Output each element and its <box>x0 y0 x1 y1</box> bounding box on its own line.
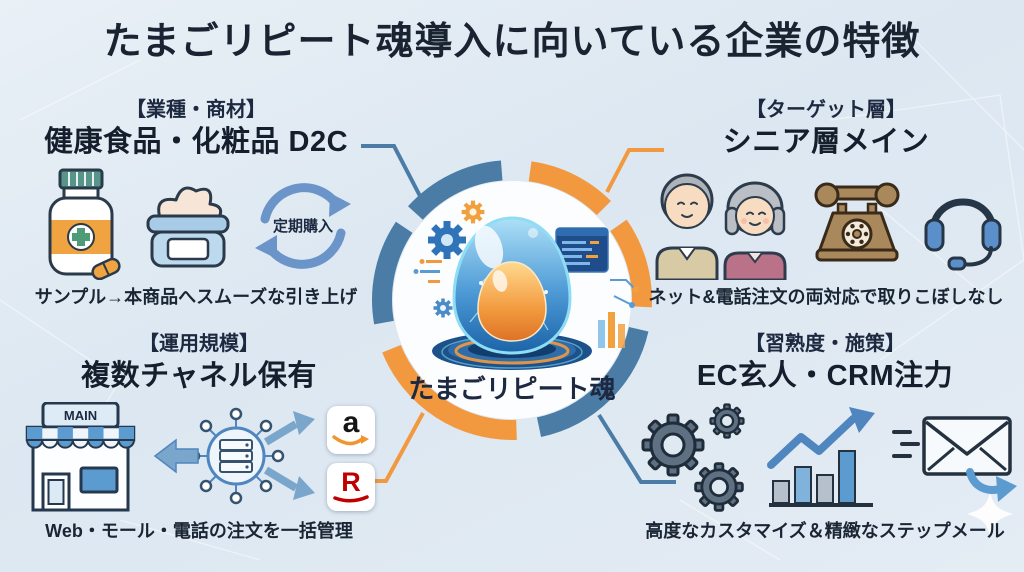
circuit-left-icon <box>413 259 442 283</box>
rakuten-swoosh-icon <box>333 494 369 502</box>
supplement-bottle-icon <box>48 168 121 280</box>
headset-icon <box>924 198 1002 271</box>
marketplace-tiles: a R <box>327 405 375 511</box>
quadrant-scale: 【運用規模】 複数チャネル保有 MAIN <box>10 331 388 543</box>
page-title: たまごリピート魂導入に向いている企業の特徴 <box>103 21 921 63</box>
quadrant-caption: サンプル→本商品へスムーズな引き上げ <box>34 287 358 307</box>
icon-row: MAIN <box>10 401 388 515</box>
quadrant-heading: EC玄人・CRM注力 <box>696 360 954 392</box>
step-mail-icon <box>892 416 1017 502</box>
category-label: 【習熟度・施策】 <box>745 333 905 355</box>
store-sign-label: MAIN <box>64 408 97 423</box>
icon-row <box>634 167 1018 281</box>
amazon-icon: a <box>327 405 375 454</box>
category-label: 【運用規模】 <box>139 333 259 355</box>
icon-row: 定期購入 <box>10 167 382 281</box>
quadrant-heading: 複数チャネル保有 <box>81 360 317 392</box>
code-panel-icon <box>555 227 609 273</box>
store-icon: MAIN <box>25 402 136 512</box>
small-blue-gear-icon <box>433 298 453 318</box>
arrow-left <box>153 438 199 474</box>
rakuten-icon: R <box>327 462 375 511</box>
blue-gear-icon <box>428 221 466 259</box>
quadrant-heading: シニア層メイン <box>722 126 930 158</box>
quadrant-target: 【ターゲット層】 シニア層メイン <box>634 97 1018 309</box>
mini-bars-icon <box>598 312 625 348</box>
cycle-label: 定期購入 <box>273 217 333 235</box>
amazon-letter: a <box>342 406 360 439</box>
category-label: 【ターゲット層】 <box>746 99 906 121</box>
category-label: 【業種・商材】 <box>126 99 266 121</box>
rakuten-letter: R <box>341 466 361 497</box>
arrow-up-right <box>293 411 315 435</box>
rotary-phone-icon <box>814 182 900 262</box>
gears-icon <box>641 403 745 512</box>
arrow-down-right <box>293 476 315 500</box>
cream-jar-icon <box>146 186 230 268</box>
icon-row <box>630 401 1020 515</box>
quadrant-caption: Web・モール・電話の注文を一括管理 <box>45 521 353 541</box>
connector-lines <box>349 144 676 484</box>
senior-couple-icon <box>655 173 787 280</box>
quadrant-industry: 【業種・商材】 健康食品・化粧品 D2C <box>10 97 382 309</box>
quadrant-caption: ネット&電話注文の両対応で取りこぼしなし <box>648 287 1004 307</box>
center-label: たまごリピート魂 <box>408 374 616 404</box>
quadrant-caption: 高度なカスタマイズ＆精緻なステップメール <box>645 521 1005 541</box>
quadrant-heading: 健康食品・化粧品 D2C <box>43 126 349 158</box>
quadrant-maturity: 【習熟度・施策】 EC玄人・CRM注力 <box>630 331 1020 543</box>
subscription-cycle-icon: 定期購入 <box>255 183 351 269</box>
amazon-smile-icon <box>332 435 369 446</box>
growth-chart-icon <box>767 407 875 507</box>
egg-mascot-illustration <box>413 200 639 370</box>
orange-gear-icon <box>461 200 485 224</box>
network-hub-icon <box>153 407 315 505</box>
